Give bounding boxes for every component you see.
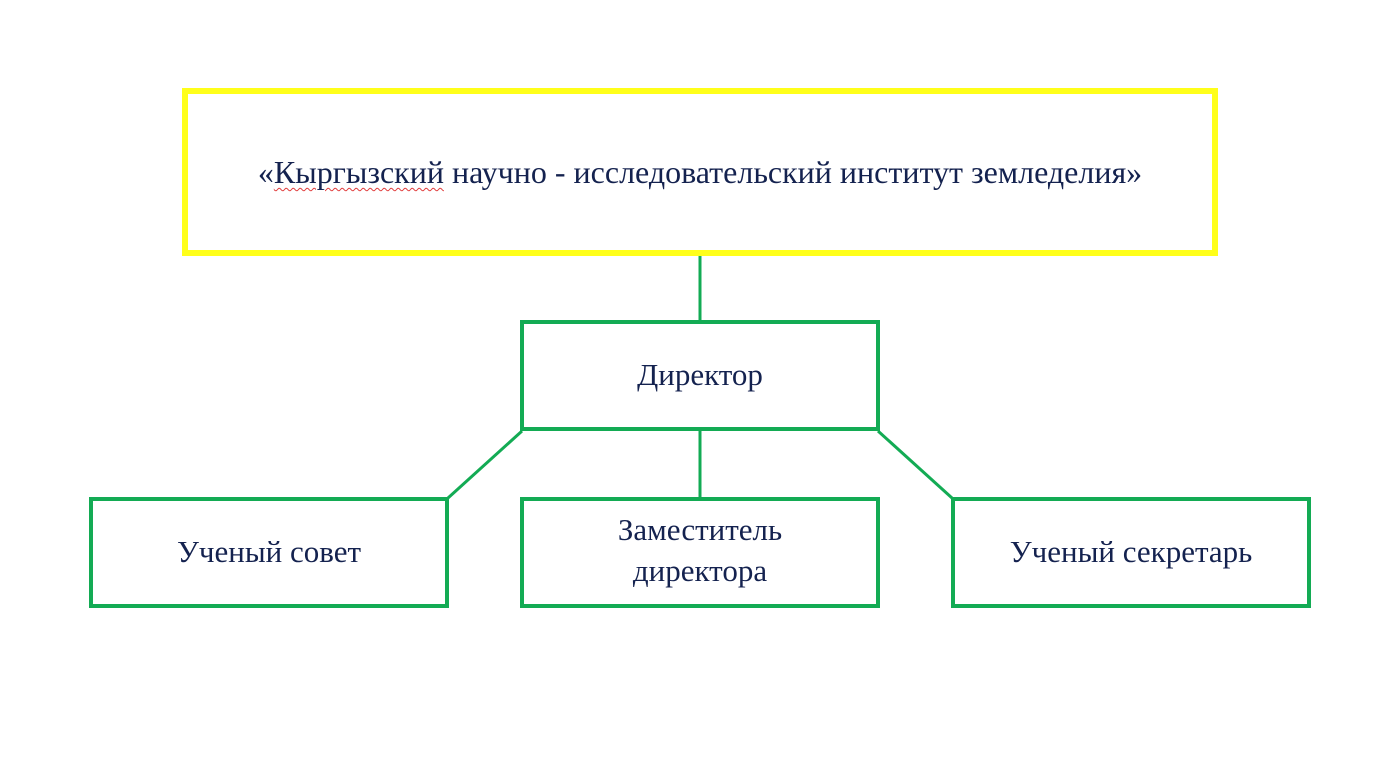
connector-director-to-secretary (876, 429, 954, 500)
academic-secretary-node-label: Ученый секретарь (1009, 534, 1253, 570)
institute-node-label: «Кыргызский научно - исследовательский и… (258, 151, 1142, 193)
institute-name-rest: научно - исследовательский институт земл… (443, 153, 1143, 190)
academic-council-node-label: Ученый совет (176, 534, 362, 570)
academic-secretary-node: Ученый секретарь (951, 497, 1311, 608)
deputy-director-node: Заместитель директора (520, 497, 880, 608)
connector-director-to-council (446, 429, 524, 500)
director-node-label: Директор (637, 357, 763, 393)
institute-node: «Кыргызский научно - исследовательский и… (182, 88, 1218, 256)
open-quote: « (257, 153, 274, 190)
deputy-director-node-label: Заместитель директора (617, 512, 783, 588)
academic-council-node: Ученый совет (89, 497, 449, 608)
spellcheck-flagged-word: Кыргызский (273, 153, 444, 190)
director-node: Директор (520, 320, 880, 431)
